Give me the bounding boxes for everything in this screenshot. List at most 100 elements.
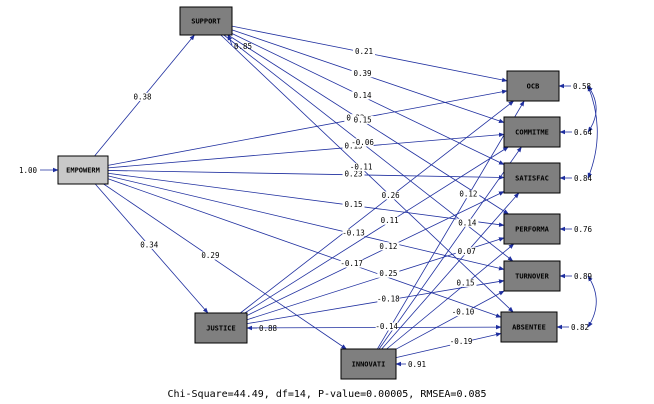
node-performa [503,213,561,245]
path-support-absentee [220,34,514,313]
coef-support-absentee: -0.11 [350,162,373,171]
node-label-ocb: OCB [527,83,540,91]
coef-bg [450,337,473,346]
error-turnover: 0.89 [574,272,592,281]
coef-bg [351,69,374,78]
coef-empowerm-innovati: 0.29 [201,251,219,260]
fit-statistics: Chi-Square=44.49, df=14, P-value=0.00005… [167,389,486,400]
path-empowerm-satisfac [107,170,505,180]
coef-bg [457,190,480,199]
coef-bg [375,322,398,331]
error-arrow-support [227,34,233,46]
coef-innovati-performa: 0.15 [456,278,474,287]
coef-empowerm-absentee: -0.17 [340,259,363,268]
error-satisfac: 0.84 [574,174,593,183]
coef-justice-satisfac: 0.12 [379,242,397,251]
coef-innovati-satisfac: 0.07 [458,247,476,256]
coef-empowerm-satisfac: 0.23 [344,169,362,178]
coef-empowerm-support: 0.38 [133,92,152,101]
node-label-performa: PERFORMA [515,226,550,234]
coef-bg [377,295,400,304]
path-support-performa [227,34,509,215]
path-empowerm-absentee [107,178,502,318]
node-label-absentee: ABSENTEE [512,324,546,332]
coef-bg [456,218,479,227]
node-empowerm [57,155,109,185]
coef-bg [379,191,402,200]
path-innovati-absentee [395,332,502,359]
coef-innovati-turnover: -0.10 [452,308,475,317]
coef-bg [340,259,363,268]
coef-bg [455,247,478,256]
coef-bg [377,269,400,278]
error-absentee: 0.82 [571,323,589,332]
error-terms: 1.00 0.85 0.88 0.91 0.58 0.64 0.84 0.76 0.89 0.82 [19,34,593,369]
coef-bg [353,47,375,56]
coef-innovati-absentee: -0.19 [450,337,473,346]
path-empowerm-ocb [107,89,508,166]
coef-bg [342,169,365,178]
path-justice-ocb [240,100,515,314]
error-performa: 0.76 [574,225,593,234]
coef-justice-absentee: -0.14 [375,322,398,331]
path-innovati-satisfac [381,192,520,350]
covariance-arcs [587,85,598,328]
coef-bg [350,162,373,171]
coef-bg [342,228,365,237]
error-innovati: 0.91 [408,360,426,369]
coef-bg [452,308,475,317]
node-ocb [506,70,560,102]
node-label-empowerm: EMPOWERM [66,167,100,175]
path-empowerm-performa [107,172,505,227]
node-label-satisfac: SATISFAC [515,175,549,183]
node-label-innovati: INNOVATI [352,361,386,369]
path-innovati-ocb [377,100,525,350]
error-empowerm: 1.00 [19,166,38,175]
node-absentee [500,311,558,343]
coef-support-commitme: 0.39 [354,69,372,78]
path-empowerm-innovati [103,183,347,350]
coef-support-satisfac: 0.14 [354,91,373,100]
node-label-justice: JUSTICE [206,325,236,333]
path-empowerm-commitme [107,132,505,169]
coef-justice-commitme: 0.11 [381,216,399,225]
node-support [179,6,233,36]
coef-bg [378,216,401,225]
coef-justice-ocb: 0.26 [382,191,401,200]
node-justice [194,312,248,344]
cov-turnover-absentee [587,275,597,328]
coefficient-labels: 0.380.340.290.330.130.230.15-0.13-0.170.… [131,47,480,346]
node-label-support: SUPPORT [191,18,221,26]
path-empowerm-turnover [107,175,505,271]
node-commitme [503,116,561,148]
coef-bg [351,91,374,100]
path-justice-absentee [246,324,502,330]
path-innovati-performa [386,243,515,350]
coef-support-turnover: -0.06 [351,138,374,147]
coef-bg [138,240,161,249]
path-innovati-commitme [378,146,522,350]
coef-support-performa: 0.15 [354,115,372,124]
node-turnover [503,260,561,292]
coef-innovati-ocb: 0.12 [459,190,477,199]
path-justice-commitme [244,146,509,314]
coef-bg [131,92,154,101]
error-justice: 0.88 [259,324,278,333]
error-support: 0.85 [234,42,252,51]
coef-bg [351,115,374,124]
error-commitme: 0.64 [574,128,593,137]
coef-bg [377,242,400,251]
coef-empowerm-performa: 0.15 [344,200,362,209]
node-label-turnover: TURNOVER [515,273,550,281]
coef-bg [342,200,365,209]
coef-support-ocb: 0.21 [355,47,373,56]
error-ocb: 0.58 [573,82,592,91]
node-satisfac [503,162,561,194]
coef-bg [351,138,374,147]
coef-justice-turnover: -0.18 [377,295,400,304]
cov-commitme-ocb [587,85,597,133]
coef-empowerm-turnover: -0.13 [342,228,365,237]
coef-bg [199,251,222,260]
node-innovati [340,348,397,380]
